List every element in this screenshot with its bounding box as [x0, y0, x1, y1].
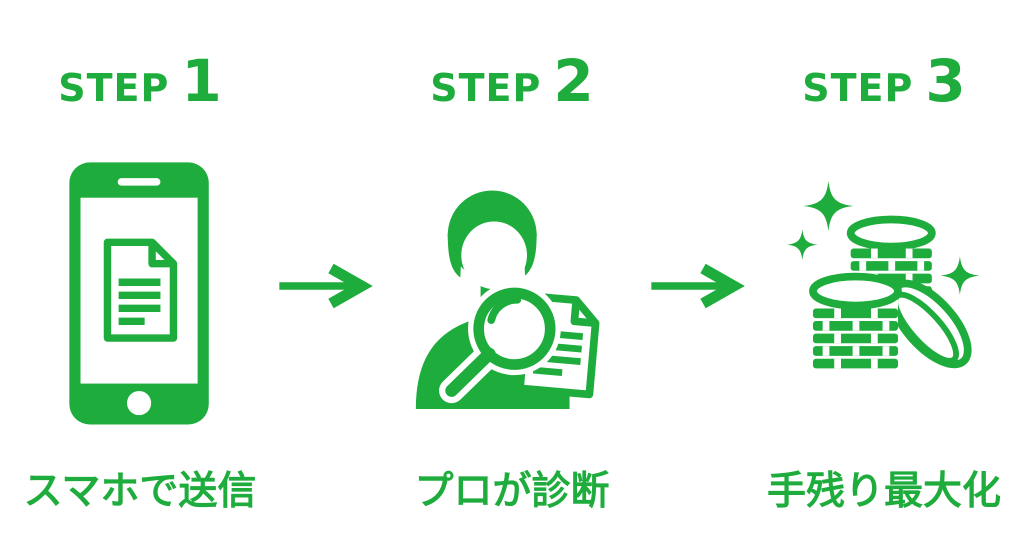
- right-arrow-icon: [651, 263, 745, 309]
- step-1-label: STEP: [58, 66, 170, 110]
- sparkle-icons: [786, 180, 979, 295]
- phone-speaker: [117, 178, 161, 186]
- coin-stack-front: [808, 272, 902, 373]
- arrow-1: [276, 258, 376, 314]
- step-1-caption: スマホで送信: [23, 469, 257, 515]
- smartphone-document-icon: [69, 162, 209, 425]
- document-icon: [103, 238, 178, 342]
- step-2-number: 2: [553, 47, 594, 115]
- step-3-icon-wrap: [748, 116, 1020, 469]
- step-1-number: 1: [181, 47, 222, 115]
- step-1-icon-wrap: [4, 116, 276, 469]
- step-2-caption: プロが診断: [414, 469, 610, 515]
- right-arrow-icon: [279, 263, 373, 309]
- phone-home-button: [126, 391, 152, 416]
- step-3: STEP 3: [748, 52, 1020, 522]
- step-3-caption: 手残り最大化: [766, 469, 1001, 515]
- step-2-icon-wrap: [376, 116, 648, 469]
- step-1: STEP 1 スマホで送信: [4, 52, 276, 522]
- steps-row: STEP 1 スマホで送信: [4, 52, 1020, 522]
- magnifier-icon: [438, 281, 561, 403]
- step-1-heading: STEP 1: [58, 52, 221, 116]
- step-3-number: 3: [925, 47, 966, 115]
- coin-stacks-sparkle-icon: [786, 180, 979, 373]
- arrow-2: [648, 258, 748, 314]
- step-2-label: STEP: [430, 66, 542, 110]
- step-3-label: STEP: [802, 66, 914, 110]
- step-2: STEP 2: [376, 52, 648, 522]
- step-2-heading: STEP 2: [430, 52, 593, 116]
- expert-magnifier-document-icon: [415, 190, 599, 409]
- step-3-heading: STEP 3: [802, 52, 965, 116]
